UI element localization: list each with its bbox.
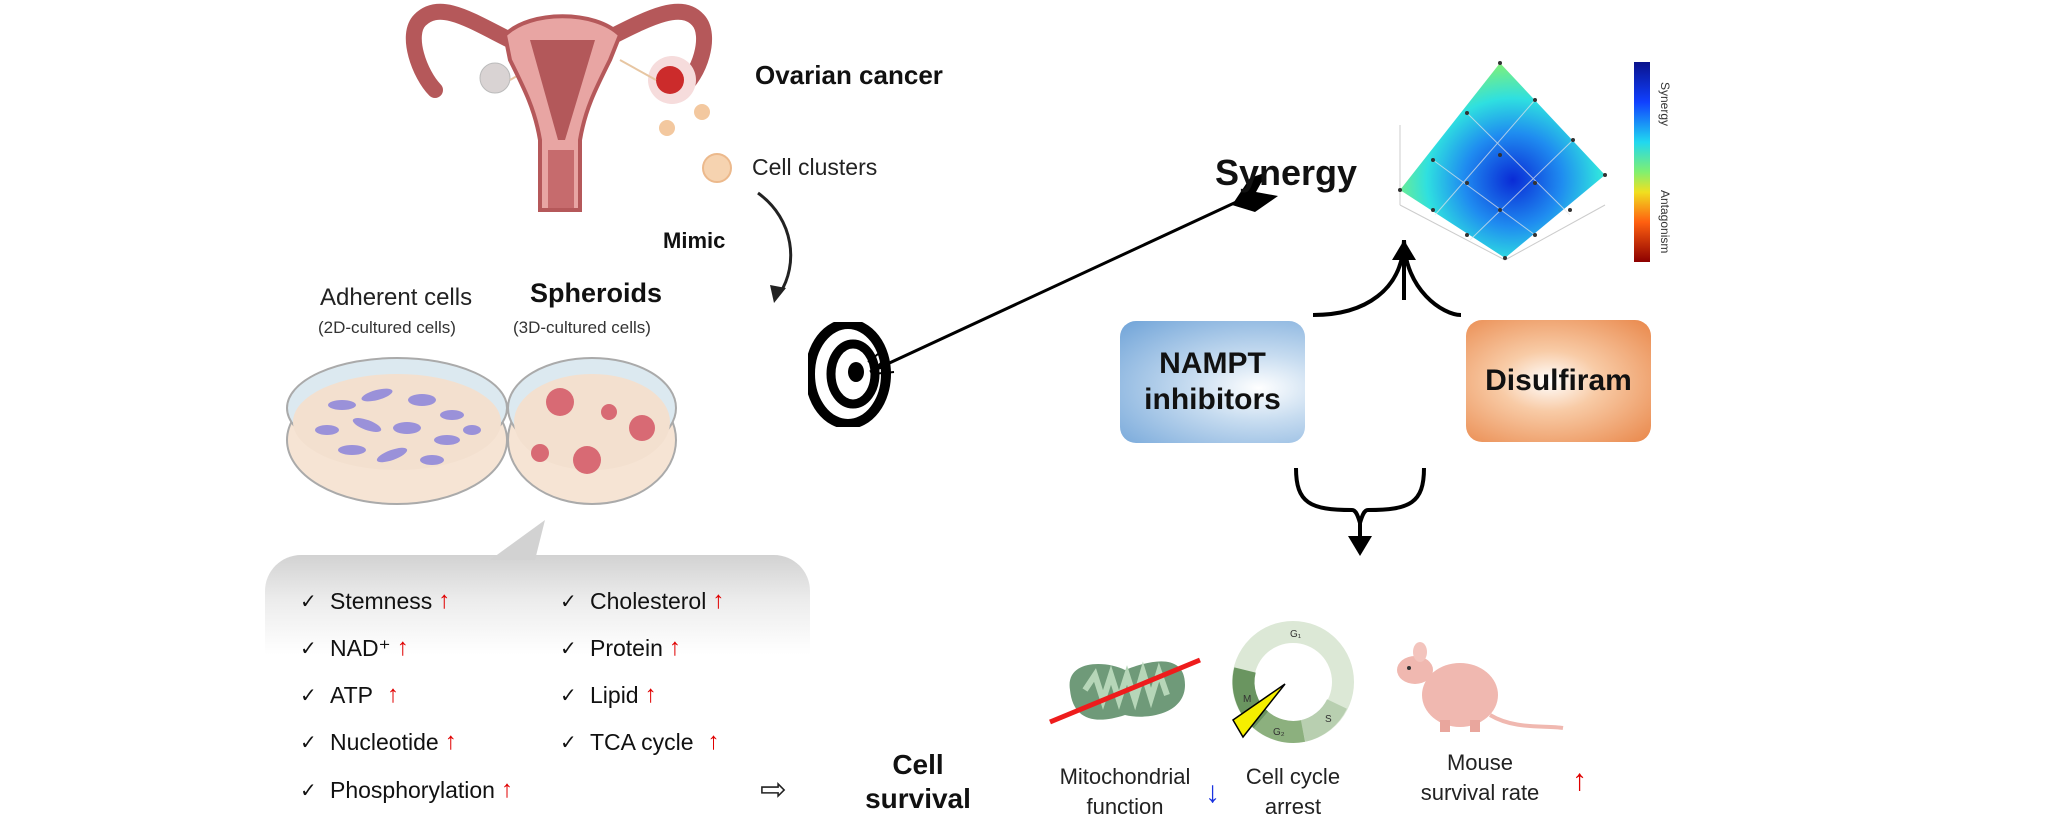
ovary-normal [479,62,511,94]
phase-g2: G₂ [1273,727,1285,738]
disulfiram-label: Disulfiram [1485,364,1632,397]
feature-item: ✓ TCA cycle ↑ [560,728,720,756]
mouse-icon [1397,642,1564,732]
cell-cycle-arrest-label: Cell cycle arrest [1228,762,1358,822]
fallopian-tube-left [405,3,518,98]
mitochondria-icon [1049,657,1201,725]
feature-label: Nucleotide [330,728,439,755]
mito-line1: Mitochondrial [1059,764,1191,789]
colorbar-top-label: Synergy [1658,82,1672,127]
cell-survival-line1: Cell [892,749,944,780]
feature-label: Lipid [590,681,639,708]
spheroids [531,388,655,474]
feature-label: NAD⁺ [330,634,391,661]
up-arrow-icon: ↑ [712,587,725,614]
cell-clusters-label: Cell clusters [752,154,878,180]
check-icon: ✓ [300,779,317,802]
colorbar [1634,62,1650,262]
cycle-line1: Cell cycle [1245,764,1341,789]
feature-item: ✓ Stemness ↑ [300,587,450,615]
up-arrow-icon: ↑ [644,681,657,708]
feature-item: ✓ Protein ↑ [560,634,681,662]
check-icon: ✓ [300,590,317,613]
check-icon: ✓ [300,731,317,754]
mouse-up-arrow-icon: ↑ [1572,764,1587,797]
synergy-label: Synergy [1215,152,1358,193]
spheroid-dish [507,357,677,505]
up-arrow-icon: ↑ [444,728,457,755]
mitochondrial-function-label: Mitochondrial function [1055,762,1195,822]
disulfiram-box: Disulfiram [1466,320,1651,442]
check-icon: ✓ [560,637,577,660]
dart-fletching [1232,172,1278,212]
feature-item: ✓ Lipid ↑ [560,681,657,709]
cell-cluster-small-2 [659,120,675,136]
feature-label: Phosphorylation [330,776,495,803]
surface [1400,63,1605,258]
nampt-line2: inhibitors [1144,383,1281,416]
nampt-inhibitors-box: NAMPT inhibitors [1120,321,1305,443]
uterus-illustration [405,3,732,212]
up-arrow-icon: ↑ [438,587,451,614]
cell-cluster-small-1 [694,104,710,120]
cell-survival-label: Cell survival [858,748,978,816]
phase-s: S [1325,714,1332,725]
cell-cluster-large [702,153,732,183]
feature-item: ✓ ATP ↑ [300,681,399,709]
adherent-cells-subtitle: (2D-cultured cells) [318,318,456,337]
mouse-line2: survival rate [1420,780,1540,805]
phase-g1: G₁ [1290,629,1302,640]
feature-label: Stemness [330,587,433,614]
feature-item: ✓ Phosphorylation ↑ [300,776,513,804]
adherent-dish [286,357,508,505]
up-arrow-icon: ↑ [387,681,400,708]
cell-survival-line2: survival [865,783,971,814]
phase-m: M [1243,694,1251,705]
feature-label: ATP [330,681,374,708]
check-icon: ✓ [560,684,577,707]
up-arrow-icon: ↑ [668,634,681,661]
spheroids-title: Spheroids [530,278,663,308]
mouse-line1: Mouse [1446,750,1514,775]
check-icon: ✓ [560,590,577,613]
synergy-surface-plot [1398,61,1607,261]
arrest-pointer [1232,683,1286,739]
feature-label: Protein [590,634,663,661]
surface-points [1398,61,1607,260]
adherent-cells [315,388,481,465]
fallopian-tube-right [597,3,713,98]
spheroids-subtitle: (3D-cultured cells) [513,318,651,337]
feature-item: ✓ NAD⁺ ↑ [300,634,409,662]
mito-down-arrow-icon: ↓ [1205,776,1220,809]
target-icon [808,322,895,427]
feature-label: TCA cycle [590,728,694,755]
combine-down-arrow [1294,468,1426,556]
up-arrow-icon: ↑ [396,634,409,661]
nampt-line1: NAMPT [1159,347,1266,380]
cell-cycle-icon: G₁ S G₂ M [1232,621,1354,743]
crossed-out-line [1049,657,1201,725]
feature-item: ✓ Cholesterol ↑ [560,587,724,615]
check-icon: ✓ [300,684,317,707]
callout-pointer [490,520,545,560]
mimic-arrow [757,191,793,303]
feature-item: ✓ Nucleotide ↑ [300,728,457,756]
ovary-tumor [656,66,684,94]
mouse-survival-label: Mouse survival rate [1395,748,1565,808]
mimic-label: Mimic [663,228,726,253]
adherent-cells-title: Adherent cells [320,284,473,311]
result-arrow-icon: ⇨ [760,771,787,807]
merge-up-arrow [1312,240,1462,317]
cycle-line2: arrest [1264,794,1322,819]
dart-arrow [869,172,1278,374]
colorbar-bottom-label: Antagonism [1658,190,1672,254]
features-callout [265,555,810,655]
up-arrow-icon: ↑ [500,776,513,803]
feature-label: Cholesterol [590,587,707,614]
check-icon: ✓ [300,637,317,660]
check-icon: ✓ [560,731,577,754]
mito-line2: function [1086,794,1164,819]
ovarian-cancer-label: Ovarian cancer [755,60,943,90]
up-arrow-icon: ↑ [707,728,720,755]
